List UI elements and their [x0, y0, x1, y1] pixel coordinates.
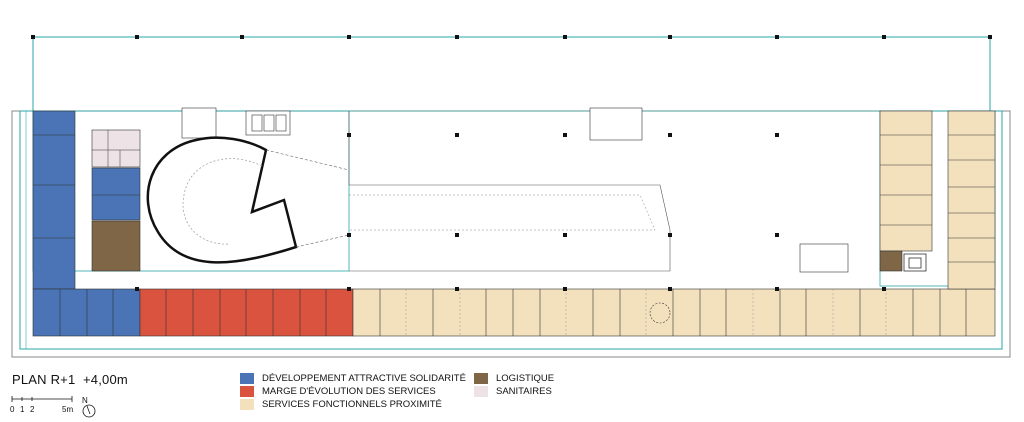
terrace-outline — [25, 110, 1003, 350]
legend-item: DÉVELOPPEMENT ATTRACTIVE SOLIDARITÉ — [240, 373, 466, 384]
stairs — [181, 107, 849, 273]
scale-tick-2: 2 — [30, 405, 35, 414]
floor-plan — [11, 35, 1011, 358]
plan-title: PLAN R+1 +4,00m — [12, 372, 128, 387]
legend-swatch — [240, 386, 254, 397]
plan-level: +4,00m — [83, 372, 128, 387]
scale-tick-0: 0 — [10, 405, 15, 414]
west-blue-wing — [32, 110, 141, 290]
legend-item: LOGISTIQUE — [474, 373, 554, 384]
south-rooms — [32, 288, 996, 337]
legend-swatch — [474, 373, 488, 384]
east-beige-wing — [879, 110, 996, 290]
legend-item: SERVICES FONCTIONNELS PROXIMITÉ — [240, 399, 442, 410]
spiral-stair — [649, 302, 671, 324]
legend-swatch — [240, 373, 254, 384]
legend-item: SANITAIRES — [474, 386, 552, 397]
compass-icon — [82, 404, 96, 418]
scale-tick-5m: 5m — [62, 405, 74, 414]
legend-swatch — [240, 399, 254, 410]
north-label: N — [82, 396, 88, 405]
scale-bar — [11, 396, 73, 402]
legend-swatch — [474, 386, 488, 397]
scale-tick-1: 1 — [20, 405, 25, 414]
parking-ramp — [146, 136, 656, 264]
structural-columns — [31, 35, 992, 291]
legend-item: MARGE D'ÉVOLUTION DES SERVICES — [240, 386, 436, 397]
